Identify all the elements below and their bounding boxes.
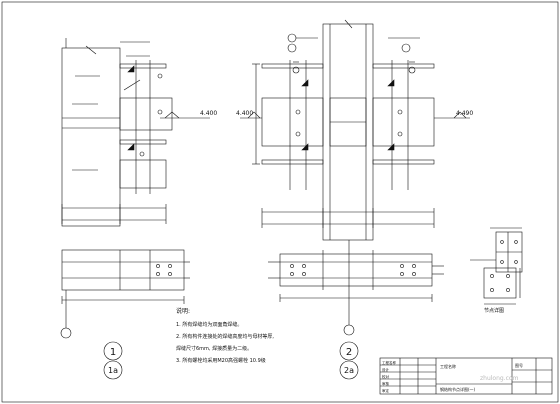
detail-label: 节点详图 <box>484 307 504 314</box>
detail-1-number: 1 <box>110 347 116 358</box>
note-3: 3. 所有螺栓均采用M20高强螺栓 10.9级 <box>176 357 266 364</box>
title-drawing-name: 钢结构节点详图(一) <box>440 386 476 392</box>
title-row-5: 审定 <box>382 388 390 393</box>
elevation-label-left: 4.400 <box>200 110 217 117</box>
watermark: zhulong.com <box>480 375 519 382</box>
note-1: 1. 所有焊缝均为双面角焊缝。 <box>176 321 242 328</box>
title-project: 工程名称 <box>440 363 456 369</box>
title-row-4: 审核 <box>382 381 390 386</box>
elevation-label-mid-left: 4.400 <box>236 110 253 117</box>
detail-2a-number: 2a <box>344 366 354 375</box>
detail-2-elevation <box>240 19 470 241</box>
detail-markers <box>103 341 359 380</box>
title-block <box>379 357 553 395</box>
elevation-label-mid-right: 4.490 <box>456 110 473 117</box>
notes-title: 说明: <box>176 307 190 315</box>
plate-detail <box>470 227 523 273</box>
detail-1-plan <box>60 249 190 339</box>
bolt-plate-detail <box>483 267 521 305</box>
detail-2-number: 2 <box>346 347 352 358</box>
detail-2-plan <box>268 240 444 336</box>
note-2-continued: 焊缝尺寸6mm, 焊接质量为二级。 <box>176 345 252 352</box>
title-sheet-number: 图号 <box>515 362 523 368</box>
detail-1-elevation <box>61 38 210 227</box>
detail-1a-number: 1a <box>108 366 118 375</box>
title-row-1: 工程名称 <box>382 360 396 365</box>
title-row-3: 校对 <box>382 374 390 379</box>
note-2: 2. 所有构件连接处的焊缝高度均与母材等厚, <box>176 333 274 340</box>
title-row-2: 设计 <box>382 367 390 372</box>
